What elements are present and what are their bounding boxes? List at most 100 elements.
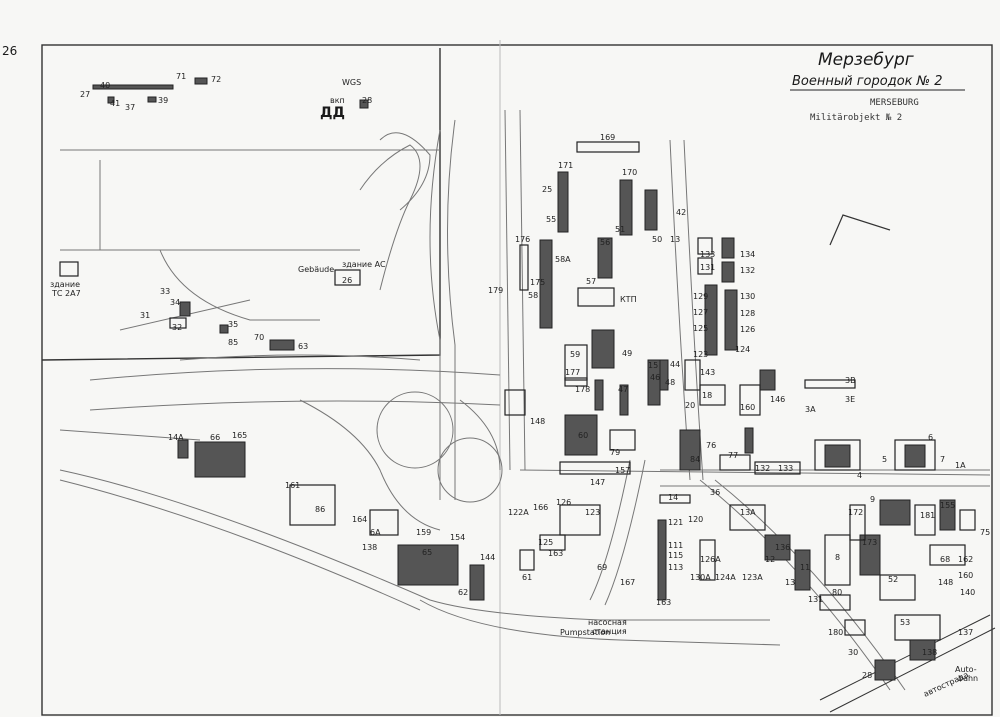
svg-text:65: 65 — [422, 548, 432, 557]
svg-text:41: 41 — [110, 99, 120, 108]
svg-text:163: 163 — [548, 549, 563, 558]
title-ru-line2: Военный городок № 2 — [792, 74, 943, 89]
svg-text:161: 161 — [285, 481, 300, 490]
svg-text:143: 143 — [700, 368, 715, 377]
svg-text:123A: 123A — [742, 573, 763, 582]
svg-text:123: 123 — [585, 508, 600, 517]
svg-text:131: 131 — [700, 263, 715, 272]
svg-text:30: 30 — [848, 648, 858, 657]
label-ac-num: 26 — [342, 276, 352, 285]
svg-text:111: 111 — [668, 541, 683, 550]
label-wgs: WGS — [342, 78, 361, 87]
label-dd: ДД — [320, 105, 345, 121]
svg-text:165: 165 — [232, 431, 247, 440]
svg-text:33: 33 — [160, 287, 170, 296]
svg-text:37: 37 — [125, 103, 135, 112]
svg-text:71: 71 — [176, 72, 186, 81]
title-ru-line1: Мерзебург — [818, 50, 914, 70]
svg-text:130A: 130A — [690, 573, 711, 582]
svg-text:126: 126 — [556, 498, 571, 507]
svg-text:163: 163 — [656, 598, 671, 607]
svg-text:14: 14 — [668, 493, 678, 502]
svg-text:3E: 3E — [845, 395, 855, 404]
label-dd-num: 28 — [362, 96, 372, 105]
svg-text:123: 123 — [693, 350, 708, 359]
svg-text:147: 147 — [590, 478, 605, 487]
svg-text:51: 51 — [615, 225, 625, 234]
svg-text:36: 36 — [710, 488, 720, 497]
svg-text:177: 177 — [565, 368, 580, 377]
label-nasos-1: насосная — [588, 618, 627, 627]
svg-text:62: 62 — [458, 588, 468, 597]
svg-text:126A: 126A — [700, 555, 721, 564]
svg-text:14A: 14A — [168, 433, 184, 442]
svg-text:179: 179 — [488, 286, 503, 295]
label-ts-line1: здание — [50, 280, 80, 289]
svg-text:70: 70 — [254, 333, 264, 342]
svg-text:133: 133 — [778, 464, 793, 473]
svg-text:6A: 6A — [370, 528, 381, 537]
svg-text:48: 48 — [665, 378, 675, 387]
svg-text:138: 138 — [362, 543, 377, 552]
label-gebaude: Gebäude — [298, 265, 334, 274]
svg-text:7: 7 — [940, 455, 945, 464]
label-dd-small: вкп — [330, 96, 345, 105]
svg-text:124: 124 — [735, 345, 750, 354]
svg-text:28: 28 — [862, 671, 872, 680]
svg-text:180: 180 — [828, 628, 843, 637]
svg-text:13: 13 — [785, 578, 795, 587]
svg-text:162: 162 — [958, 555, 973, 564]
svg-text:154: 154 — [450, 533, 465, 542]
roads — [59, 109, 996, 713]
svg-text:59: 59 — [570, 350, 580, 359]
svg-text:15: 15 — [648, 361, 658, 370]
campus-buildings — [177, 141, 976, 681]
inset-border — [41, 48, 441, 361]
svg-text:178: 178 — [575, 385, 590, 394]
svg-text:60: 60 — [578, 431, 588, 440]
svg-text:5: 5 — [882, 455, 887, 464]
svg-text:85: 85 — [228, 338, 238, 347]
svg-text:131: 131 — [808, 595, 823, 604]
svg-text:170: 170 — [622, 168, 637, 177]
svg-text:129: 129 — [693, 292, 708, 301]
svg-text:132: 132 — [740, 266, 755, 275]
svg-text:12: 12 — [765, 555, 775, 564]
svg-text:4: 4 — [857, 471, 862, 480]
label-avtostrada: автострада — [922, 670, 970, 699]
svg-text:25: 25 — [542, 185, 552, 194]
svg-text:157: 157 — [615, 466, 630, 475]
svg-text:44: 44 — [670, 360, 680, 369]
svg-text:76: 76 — [706, 441, 716, 450]
svg-text:122A: 122A — [508, 508, 529, 517]
svg-text:50: 50 — [652, 235, 662, 244]
svg-text:138: 138 — [922, 648, 937, 657]
svg-text:175: 175 — [530, 278, 545, 287]
label-ac-zdanie: здание АС — [342, 260, 386, 269]
svg-text:113: 113 — [668, 563, 683, 572]
svg-text:42: 42 — [676, 208, 686, 217]
svg-text:66: 66 — [210, 433, 220, 442]
svg-text:115: 115 — [668, 551, 683, 560]
svg-text:79: 79 — [610, 448, 620, 457]
svg-text:148: 148 — [530, 417, 545, 426]
svg-text:86: 86 — [315, 505, 325, 514]
svg-text:9: 9 — [870, 495, 875, 504]
svg-text:3B: 3B — [845, 376, 856, 385]
svg-text:72: 72 — [211, 75, 221, 84]
svg-text:171: 171 — [558, 161, 573, 170]
svg-text:13A: 13A — [740, 508, 756, 517]
label-ts-line2: ТС 2А7 — [51, 289, 81, 298]
svg-text:160: 160 — [958, 571, 973, 580]
svg-text:40: 40 — [100, 81, 110, 90]
svg-text:124A: 124A — [715, 573, 736, 582]
label-ktp: КТП — [620, 295, 637, 304]
inset-buildings — [59, 77, 369, 351]
title-de-line2: Militärobjekt № 2 — [810, 113, 902, 123]
svg-text:125: 125 — [693, 324, 708, 333]
svg-text:55: 55 — [546, 215, 556, 224]
svg-text:63: 63 — [298, 342, 308, 351]
svg-text:49: 49 — [622, 349, 632, 358]
